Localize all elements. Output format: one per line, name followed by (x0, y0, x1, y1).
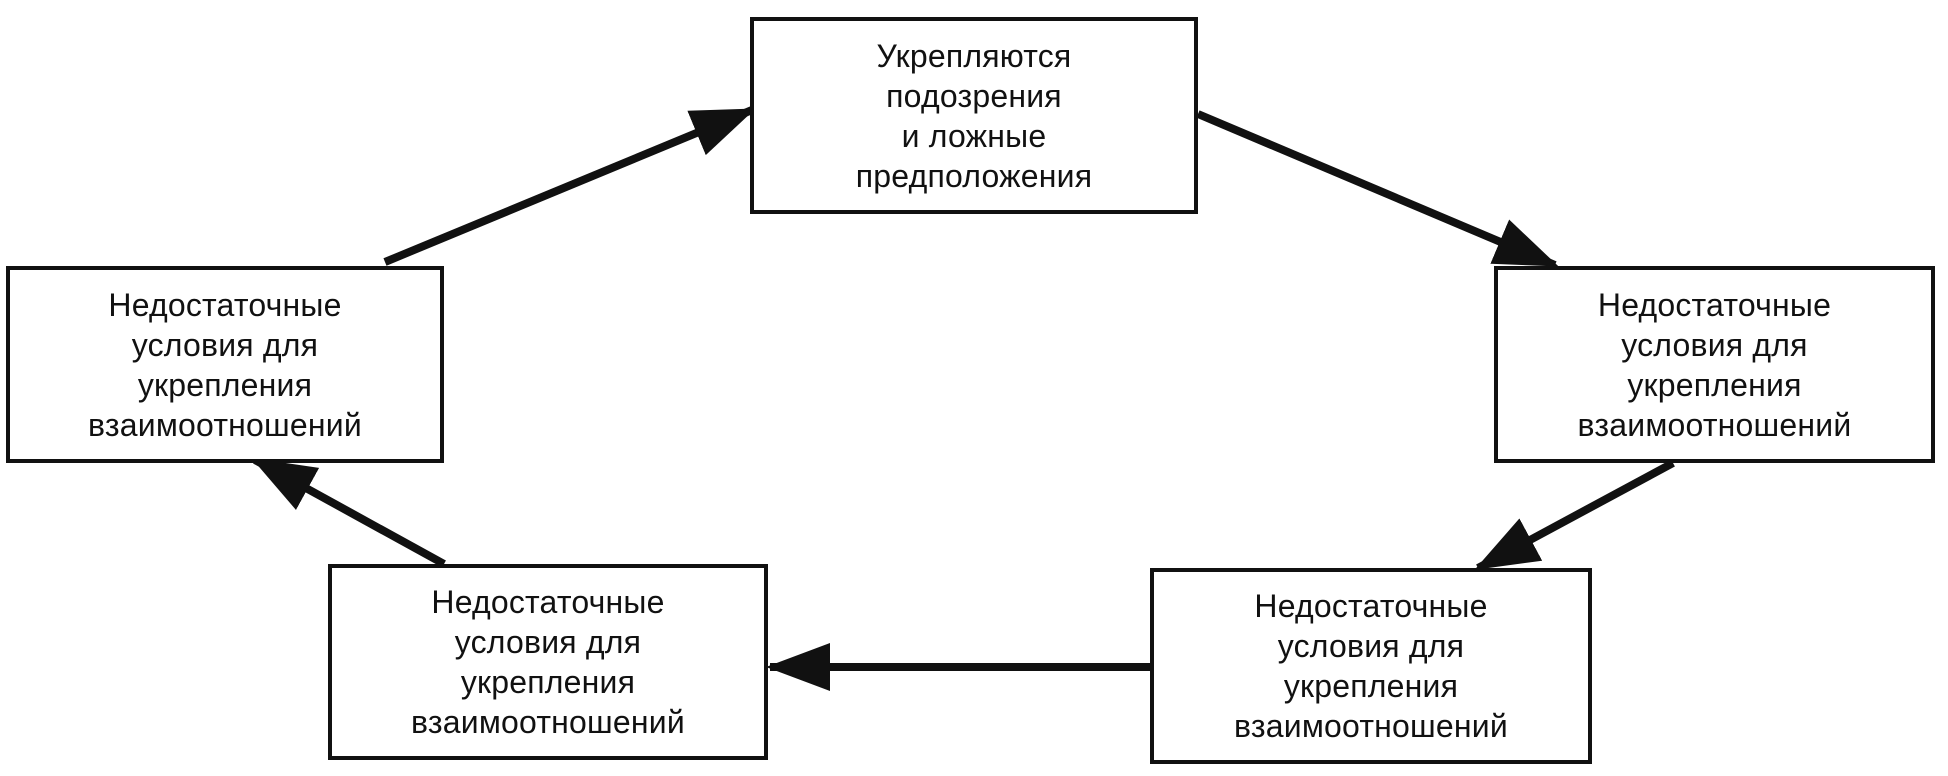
node-insufficient-conditions-bottom-right: Недостаточные условия для укрепления вза… (1150, 568, 1592, 764)
arrow-top-to-right (1196, 110, 1559, 269)
node-suspicions-label: Укрепляются подозрения и ложные предполо… (855, 37, 1093, 194)
arrow-left-to-top (383, 106, 756, 266)
node-insufficient-conditions-left: Недостаточные условия для укрепления вза… (6, 266, 444, 463)
arrow-bottom-left-to-left (251, 456, 446, 568)
node-insufficient-conditions-bottom-left-label: Недостаточные условия для укрепления вза… (411, 584, 685, 740)
node-insufficient-conditions-left-label: Недостаточные условия для укрепления вза… (88, 286, 362, 443)
node-suspicions: Укрепляются подозрения и ложные предполо… (750, 17, 1198, 214)
node-insufficient-conditions-bottom-right-label: Недостаточные условия для укрепления вза… (1234, 588, 1508, 744)
node-insufficient-conditions-right: Недостаточные условия для укрепления вза… (1494, 266, 1935, 463)
node-insufficient-conditions-bottom-left: Недостаточные условия для укрепления вза… (328, 564, 768, 760)
arrow-right-to-bottom-right (1474, 459, 1675, 572)
node-insufficient-conditions-right-label: Недостаточные условия для укрепления вза… (1577, 286, 1852, 443)
